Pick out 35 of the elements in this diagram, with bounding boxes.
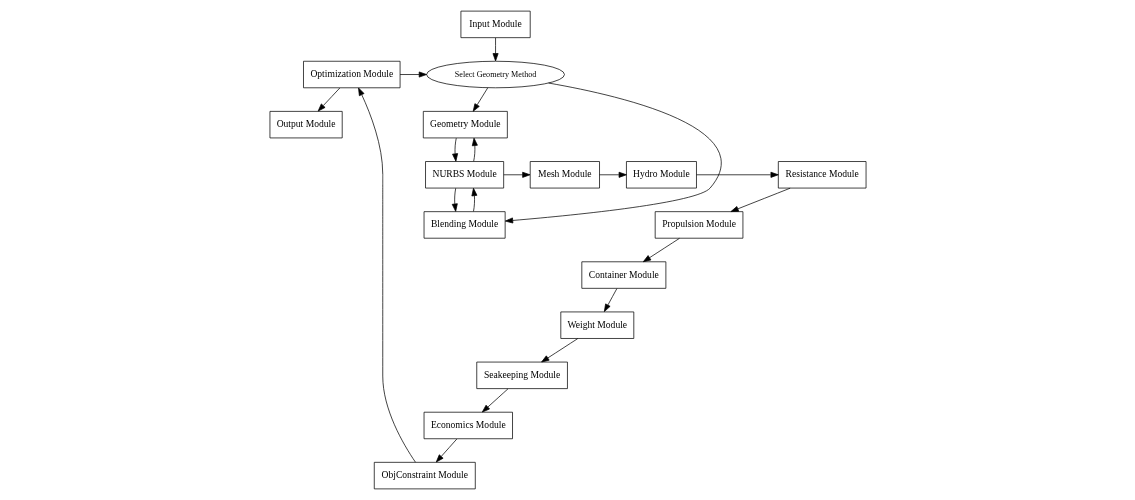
- arrow: [540, 338, 578, 363]
- node-box: Resistance Module: [777, 161, 866, 189]
- node-box: Geometry Module: [422, 111, 508, 139]
- node-box: NURBS Module: [424, 161, 504, 189]
- arrow: [317, 87, 340, 112]
- node-box: Seakeeping Module: [475, 361, 568, 389]
- node-ellipse: Select Geometry Method: [425, 60, 565, 89]
- node-box: Input Module: [460, 10, 531, 39]
- arrow: [695, 171, 779, 178]
- arrow: [471, 187, 477, 212]
- arrow: [357, 87, 416, 463]
- arrow: [730, 187, 790, 212]
- arrow: [399, 71, 427, 78]
- arrow: [471, 137, 478, 162]
- arrow: [451, 187, 458, 212]
- arrow: [598, 171, 627, 178]
- node-box: Optimization Module: [302, 60, 400, 89]
- node-box: Propulsion Module: [654, 211, 743, 239]
- arrow: [451, 137, 458, 162]
- node-box: Weight Module: [559, 311, 634, 339]
- node-box: Blending Module: [423, 211, 505, 239]
- node-box: ObjConstraint Module: [373, 461, 476, 490]
- node-box: Economics Module: [423, 411, 513, 440]
- arrow: [502, 171, 530, 178]
- arrow: [642, 237, 680, 263]
- arrow: [435, 438, 457, 463]
- arrow: [472, 87, 488, 112]
- arrow: [492, 37, 498, 62]
- node-box: Container Module: [580, 261, 666, 289]
- arrow: [603, 288, 617, 312]
- node-box: Hydro Module: [625, 161, 697, 189]
- node-box: Mesh Module: [529, 161, 600, 189]
- arrow: [504, 82, 722, 224]
- arrow: [481, 388, 508, 413]
- node-box: Output Module: [269, 111, 343, 139]
